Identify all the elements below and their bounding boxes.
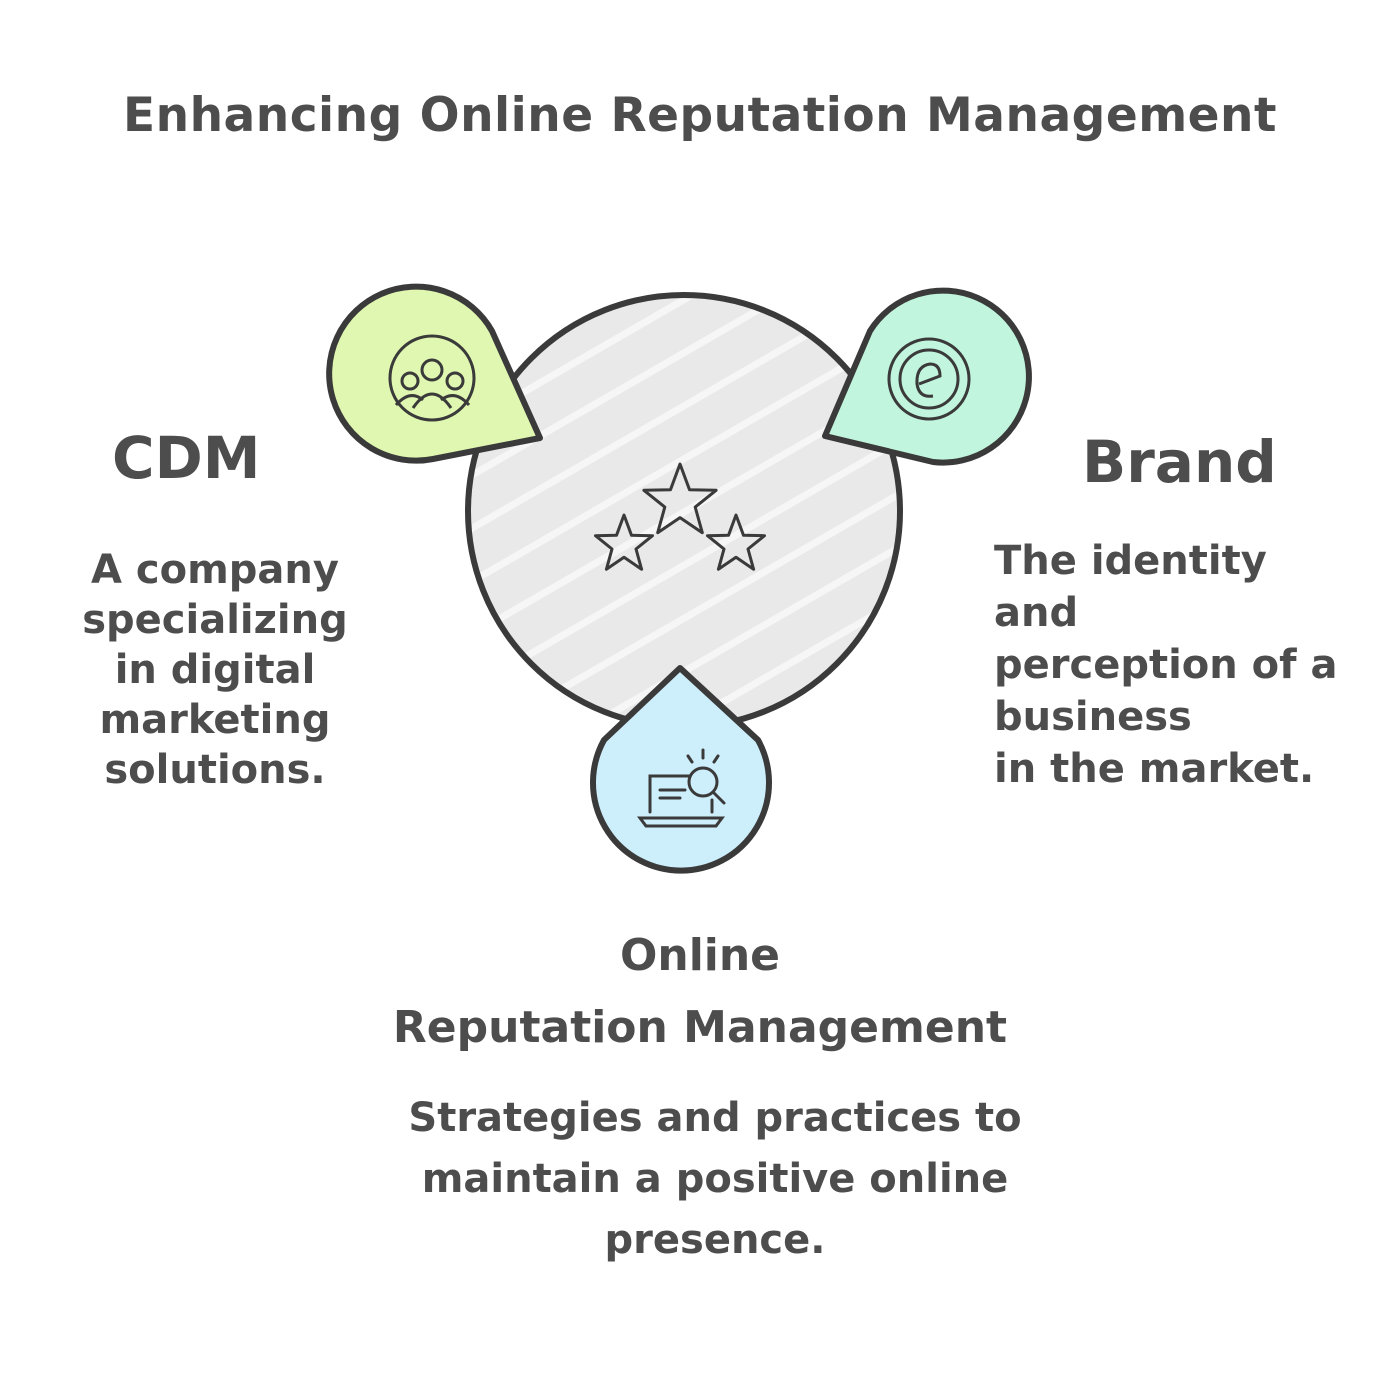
people-group-icon <box>388 334 476 422</box>
page-title: Enhancing Online Reputation Management <box>123 88 1277 143</box>
three-stars-icon <box>594 462 766 571</box>
brand-description: The identity and perception of a busines… <box>994 538 1338 792</box>
e-badge-icon <box>887 337 971 421</box>
orm-description: Strategies and practices to maintain a p… <box>408 1095 1022 1263</box>
orm-node <box>590 665 772 874</box>
brand-heading: Brand <box>1082 428 1277 496</box>
orm-drop <box>590 665 772 874</box>
orm-heading: Online Reputation Management <box>392 930 1008 1053</box>
cdm-node <box>326 283 543 464</box>
cdm-heading: CDM <box>112 424 261 492</box>
brand-pin <box>822 287 1032 466</box>
center-circle <box>465 292 903 730</box>
cdm-description: A company specializing in digital market… <box>82 547 348 793</box>
laptop-search-icon <box>637 748 726 828</box>
brand-node <box>822 287 1032 466</box>
cdm-pin <box>326 283 543 464</box>
